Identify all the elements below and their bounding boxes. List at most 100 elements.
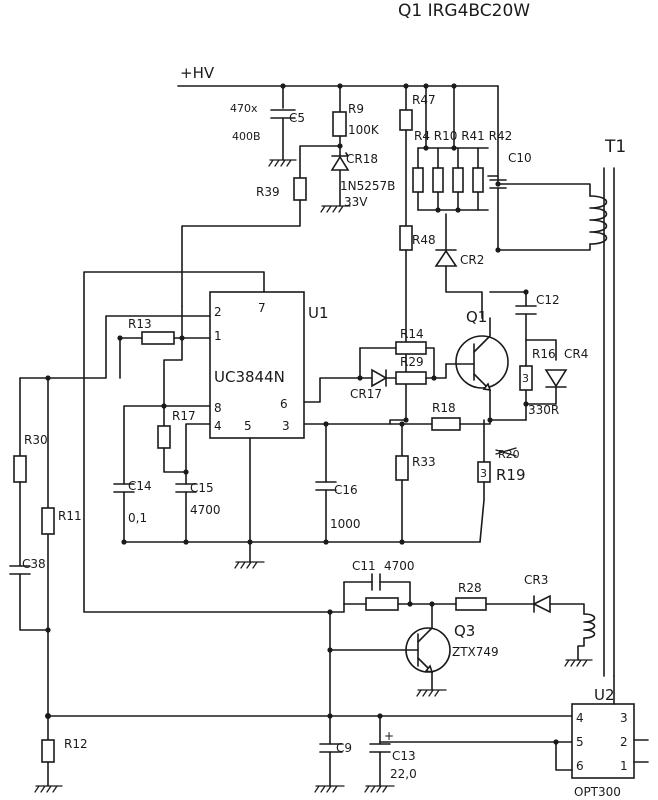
u1-vcc-net — [83, 271, 331, 613]
u2-part: OPT300 — [574, 785, 621, 799]
c13-polarity: + — [384, 729, 394, 743]
u1-pin2: 2 — [214, 305, 222, 319]
c12-label: C12 — [536, 293, 560, 307]
ic-u1 — [209, 291, 305, 439]
r17-label: R17 — [172, 409, 196, 423]
capacitor-c9 — [314, 743, 345, 793]
transistor-q3 — [329, 603, 451, 697]
r16-mark: 3 — [522, 372, 529, 385]
resistor-group-label: R4 R10 R41 R42 — [414, 129, 512, 143]
resistor-feedback — [343, 597, 433, 611]
cr17-label: CR17 — [350, 387, 382, 401]
cr2-label: CR2 — [460, 253, 484, 267]
cr4-label: CR4 — [564, 347, 588, 361]
resistor-r11 — [41, 377, 55, 631]
c14-label: C14 — [128, 479, 152, 493]
c16-label: C16 — [334, 483, 358, 497]
r9-value: 100K — [348, 123, 380, 137]
r11-label: R11 — [58, 509, 82, 523]
c10-label: C10 — [508, 151, 532, 165]
u1-part: UC3844N — [214, 368, 285, 386]
cr18-part: 1N5257B — [340, 179, 395, 193]
cr3-label: CR3 — [524, 573, 548, 587]
c5-value-a: 470x — [230, 102, 258, 115]
c9-label: C9 — [336, 741, 352, 755]
resistor-r16 — [519, 339, 533, 421]
resistor-group — [412, 147, 489, 211]
resistor-r30 — [13, 377, 27, 567]
r30-label: R30 — [24, 433, 48, 447]
zener-cr18 — [320, 145, 351, 213]
r19-strike-mark — [495, 447, 517, 457]
r19-label: R19 — [496, 466, 526, 484]
c5-value-b: 400B — [232, 130, 261, 143]
r19-mark: 3 — [480, 467, 487, 480]
resistor-r12 — [34, 739, 63, 793]
u2-ref: U2 — [594, 686, 615, 704]
diode-cr17 — [371, 368, 397, 388]
r12-label: R12 — [64, 737, 88, 751]
r16-label: R16 — [532, 347, 556, 361]
c14-value: 0,1 — [128, 511, 147, 525]
q3-label: Q3 — [454, 622, 475, 640]
resistor-r14 — [395, 341, 435, 379]
u1-pin7: 7 — [258, 301, 266, 315]
u2-pin3: 3 — [620, 711, 628, 725]
u1-feedback-net — [47, 305, 211, 407]
resistor-r48 — [399, 225, 413, 421]
diode-cr3 — [532, 594, 596, 667]
resistor-r28 — [431, 597, 535, 611]
resistor-r19 — [477, 419, 491, 543]
capacitor-c16 — [315, 481, 337, 543]
resistor-r29 — [395, 363, 447, 385]
capacitor-c14 — [113, 483, 135, 543]
capacitor-c5 — [268, 109, 297, 167]
q1-label: Q1 — [466, 308, 487, 326]
capacitor-c10 — [487, 175, 507, 251]
capacitor-c38 — [9, 565, 49, 631]
u1-timing-net — [123, 405, 211, 485]
u1-pin4: 4 — [214, 419, 222, 433]
r39-label: R39 — [256, 185, 280, 199]
u1-pin8: 8 — [214, 401, 222, 415]
q3-part: ZTX749 — [452, 645, 499, 659]
resistor-r9 — [299, 111, 347, 179]
capacitor-c13 — [364, 715, 395, 793]
bottom-bus — [47, 715, 573, 743]
u2-pin5: 5 — [576, 735, 584, 749]
u2-pin6: 6 — [576, 759, 584, 773]
capacitor-c11 — [343, 573, 411, 605]
resistor-r39 — [181, 177, 307, 307]
c16-value: 1000 — [330, 517, 361, 531]
u1-pin5: 5 — [244, 419, 252, 433]
u1-pin1: 1 — [214, 329, 222, 343]
r18-label: R18 — [432, 401, 456, 415]
ic-u2 — [555, 675, 649, 779]
hv-rail-label: +HV — [180, 64, 215, 82]
c38-label: C38 — [22, 557, 46, 571]
u2-pin1: 1 — [620, 759, 628, 773]
title-label: Q1 IRG4BC20W — [398, 1, 530, 21]
r14-label: R14 — [400, 327, 424, 341]
cr18-label: CR18 — [346, 152, 378, 166]
r33-label: R33 — [412, 455, 436, 469]
r16-value: 330R — [528, 403, 559, 417]
c5-label: C5 — [289, 111, 305, 125]
c13-label: C13 — [392, 749, 416, 763]
c11-label: C11 — [352, 559, 376, 573]
r47-label: R47 — [412, 93, 436, 107]
resistor-r47 — [399, 109, 413, 227]
transformer-primary — [497, 167, 615, 677]
c13-value: 22,0 — [390, 767, 417, 781]
u1-pin6: 6 — [280, 397, 288, 411]
left-bus — [19, 377, 49, 717]
c15-label: C15 — [190, 481, 214, 495]
c11-value: 4700 — [384, 559, 415, 573]
cr18-value: 33V — [344, 195, 368, 209]
junction-dots — [45, 83, 559, 745]
capacitor-c15 — [175, 483, 197, 543]
u2-pin2: 2 — [620, 735, 628, 749]
resistor-r33 — [395, 455, 409, 543]
r28-label: R28 — [458, 581, 482, 595]
transformer-label: T1 — [604, 137, 626, 157]
